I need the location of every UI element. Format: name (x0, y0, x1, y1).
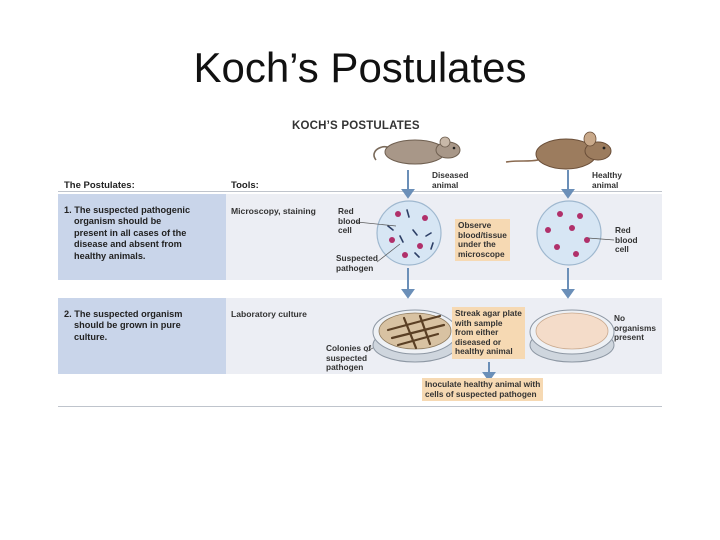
healthy-blood-view-icon (536, 200, 602, 266)
colonies-petri-dish-icon (372, 309, 458, 363)
arrow-diseased-to-slide (401, 170, 415, 199)
postulate-2-line: 2. The suspected organism (64, 309, 183, 319)
empty-petri-dish-icon (529, 309, 615, 363)
postulate-1-line: healthy animals. (74, 250, 146, 261)
callout-line: cells of suspected pathogen (425, 388, 537, 399)
postulate-1-cell (58, 194, 226, 280)
red-blood-cell-label-right: Red blood cell (615, 225, 638, 255)
diseased-mouse-icon (373, 136, 461, 165)
label-line: Red (615, 225, 631, 235)
postulate-2-line: should be grown in pure (74, 320, 181, 331)
postulate-2-text: 2. The suspected organism should be grow… (64, 309, 182, 343)
tool-2-text: Laboratory culture (231, 309, 307, 319)
postulate-1-line: 1. The suspected pathogenic (64, 205, 191, 215)
streak-callout: Streak agar plate with sample from eithe… (452, 307, 525, 359)
callout-line: healthy animal (455, 346, 513, 357)
arrow-right-to-culture (561, 268, 575, 299)
label-line: Colonies of (326, 343, 372, 353)
callout-line: from either (455, 327, 499, 338)
label-line: animal (432, 179, 459, 190)
healthy-mouse-icon (505, 131, 612, 170)
callout-line: blood/tissue (458, 229, 507, 240)
header-divider (58, 191, 662, 192)
healthy-animal-label: Healthy animal (592, 170, 622, 190)
label-line: No (614, 313, 626, 323)
label-line: organisms (614, 322, 656, 333)
label-line: Healthy (592, 170, 622, 180)
slide-title: Koch’s Postulates (193, 44, 527, 91)
arrow-left-to-culture (401, 268, 415, 299)
label-line: pathogen (336, 262, 374, 273)
red-blood-cell-label-left: Red blood cell (338, 206, 361, 236)
diseased-blood-view-icon (376, 200, 442, 266)
label-line: present (614, 332, 644, 343)
label-line: animal (592, 179, 619, 190)
tools-header: Tools: (231, 180, 259, 191)
arrow-healthy-to-slide (561, 170, 575, 199)
no-organisms-label: No organisms present (614, 313, 656, 343)
label-line: suspected (326, 352, 368, 363)
postulate-1-text: 1. The suspected pathogenic organism sho… (64, 205, 190, 262)
tool-1-text: Microscopy, staining (231, 206, 316, 216)
label-line: cell (615, 244, 629, 255)
diseased-animal-label: Diseased animal (432, 170, 469, 190)
callout-line: with sample (455, 317, 503, 328)
postulate-1-line: organism should be (74, 216, 162, 227)
callout-line: Inoculate healthy animal with (425, 379, 541, 389)
callout-line: diseased or (455, 336, 502, 347)
label-line: blood (338, 215, 361, 226)
postulate-2-line: culture. (74, 331, 108, 342)
observe-callout: Observe blood/tissue under the microscop… (455, 219, 510, 262)
postulate-1-line: present in all cases of the (74, 227, 187, 238)
postulate-2-cell (58, 298, 226, 374)
label-line: cell (338, 225, 352, 236)
figure-title: KOCH’S POSTULATES (292, 120, 420, 132)
arrow-to-inoculate (482, 362, 496, 382)
callout-line: microscope (458, 248, 505, 259)
label-line: Red (338, 206, 354, 216)
callout-line: Observe (458, 220, 492, 230)
inoculate-callout: Inoculate healthy animal with cells of s… (422, 378, 544, 402)
postulate-1-line: disease and absent from (74, 239, 182, 250)
label-line: blood (615, 234, 638, 245)
callout-line: Streak agar plate (455, 308, 522, 318)
callout-line: under the (458, 239, 496, 250)
label-line: Diseased (432, 170, 469, 180)
bottom-divider (58, 406, 662, 407)
colonies-label: Colonies of suspected pathogen (326, 343, 372, 373)
label-line: pathogen (326, 362, 364, 373)
suspected-pathogen-label: Suspected pathogen (336, 253, 378, 273)
postulates-header: The Postulates: (64, 180, 135, 191)
label-line: Suspected (336, 253, 378, 263)
